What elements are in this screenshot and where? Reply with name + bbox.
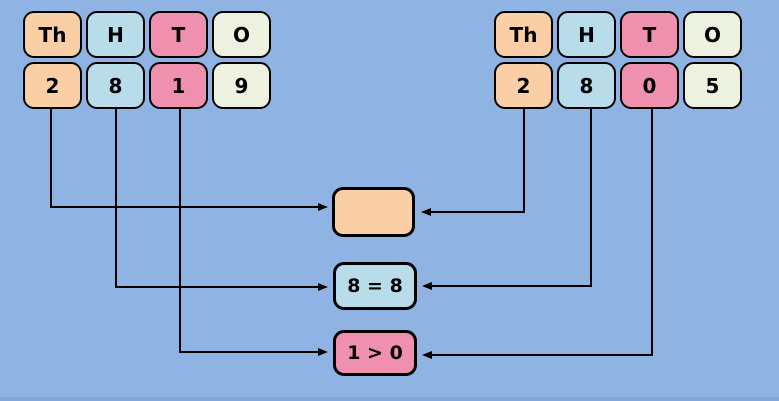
right-digit-card-thousands: 2 <box>494 62 553 109</box>
left-digit-card-thousands: 2 <box>23 62 82 109</box>
arrow-left-thousands <box>50 109 328 211</box>
right-header-card-ones: O <box>683 11 742 58</box>
right-digit-card-hundreds: 8 <box>557 62 616 109</box>
comparison-box-tens: 1 > 0 <box>333 330 417 376</box>
left-header-card-tens: T <box>149 11 208 58</box>
right-header-card-hundreds: H <box>557 11 616 58</box>
left-header-card-ones: O <box>212 11 271 58</box>
arrow-left-hundreds <box>115 109 328 291</box>
arrow-right-tens <box>422 109 653 359</box>
arrow-left-tens <box>179 109 328 356</box>
left-digit-card-tens: 1 <box>149 62 208 109</box>
comparison-box-hundreds: 8 = 8 <box>333 262 417 310</box>
left-header-card-thousands: Th <box>23 11 82 58</box>
right-header-row: Th H T O <box>494 11 742 58</box>
comparison-box-thousands <box>332 187 415 237</box>
left-digit-card-ones: 9 <box>212 62 271 109</box>
right-digit-row: 2 8 0 5 <box>494 62 742 109</box>
left-header-card-hundreds: H <box>86 11 145 58</box>
slide-bottom-edge <box>0 397 779 401</box>
right-header-card-thousands: Th <box>494 11 553 58</box>
arrow-right-hundreds <box>422 109 592 290</box>
left-digit-row: 2 8 1 9 <box>23 62 271 109</box>
left-number-table: Th H T O 2 8 1 9 <box>23 11 271 109</box>
left-header-row: Th H T O <box>23 11 271 58</box>
right-number-table: Th H T O 2 8 0 5 <box>494 11 742 109</box>
right-digit-card-tens: 0 <box>620 62 679 109</box>
left-digit-card-hundreds: 8 <box>86 62 145 109</box>
right-header-card-tens: T <box>620 11 679 58</box>
arrow-right-thousands <box>421 109 525 216</box>
right-digit-card-ones: 5 <box>683 62 742 109</box>
